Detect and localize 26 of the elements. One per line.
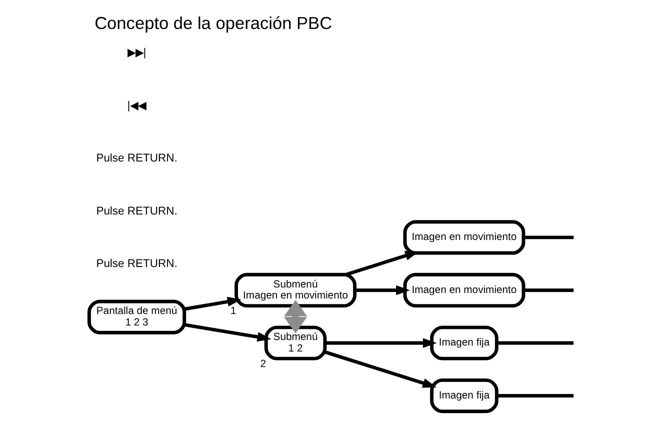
label: ▶▶| <box>126 47 146 60</box>
arrow <box>284 300 307 334</box>
connector <box>496 341 574 345</box>
arrow <box>184 296 241 311</box>
label: Pulse RETURN. <box>96 205 177 218</box>
label: Pulse RETURN. <box>96 258 177 270</box>
connector <box>523 236 574 240</box>
connector <box>523 288 574 292</box>
label: |◀◀ <box>126 100 146 112</box>
node-box: Imagen en movimiento <box>402 272 525 308</box>
diagram-title: Concepto de la operación PBC <box>94 12 332 33</box>
connector <box>496 394 574 398</box>
node-box: Imagen en movimiento <box>402 220 525 255</box>
label: Pulse RETURN. <box>96 152 177 165</box>
node-box: Imagen fija <box>430 326 498 360</box>
node-box: Imagen fija <box>430 378 498 414</box>
arrow <box>344 251 419 276</box>
arrow <box>184 323 271 342</box>
arrow <box>324 338 436 348</box>
node-box: Pantalla de menú 1 2 3 <box>86 300 186 334</box>
node-box: Submenú Imagen en movimiento <box>234 272 356 308</box>
arrow <box>324 350 436 388</box>
node-label: 1 <box>230 306 236 318</box>
node-box: Submenú 1 2 <box>264 326 326 360</box>
arrow <box>354 285 410 296</box>
node-label: 2 <box>260 358 266 370</box>
